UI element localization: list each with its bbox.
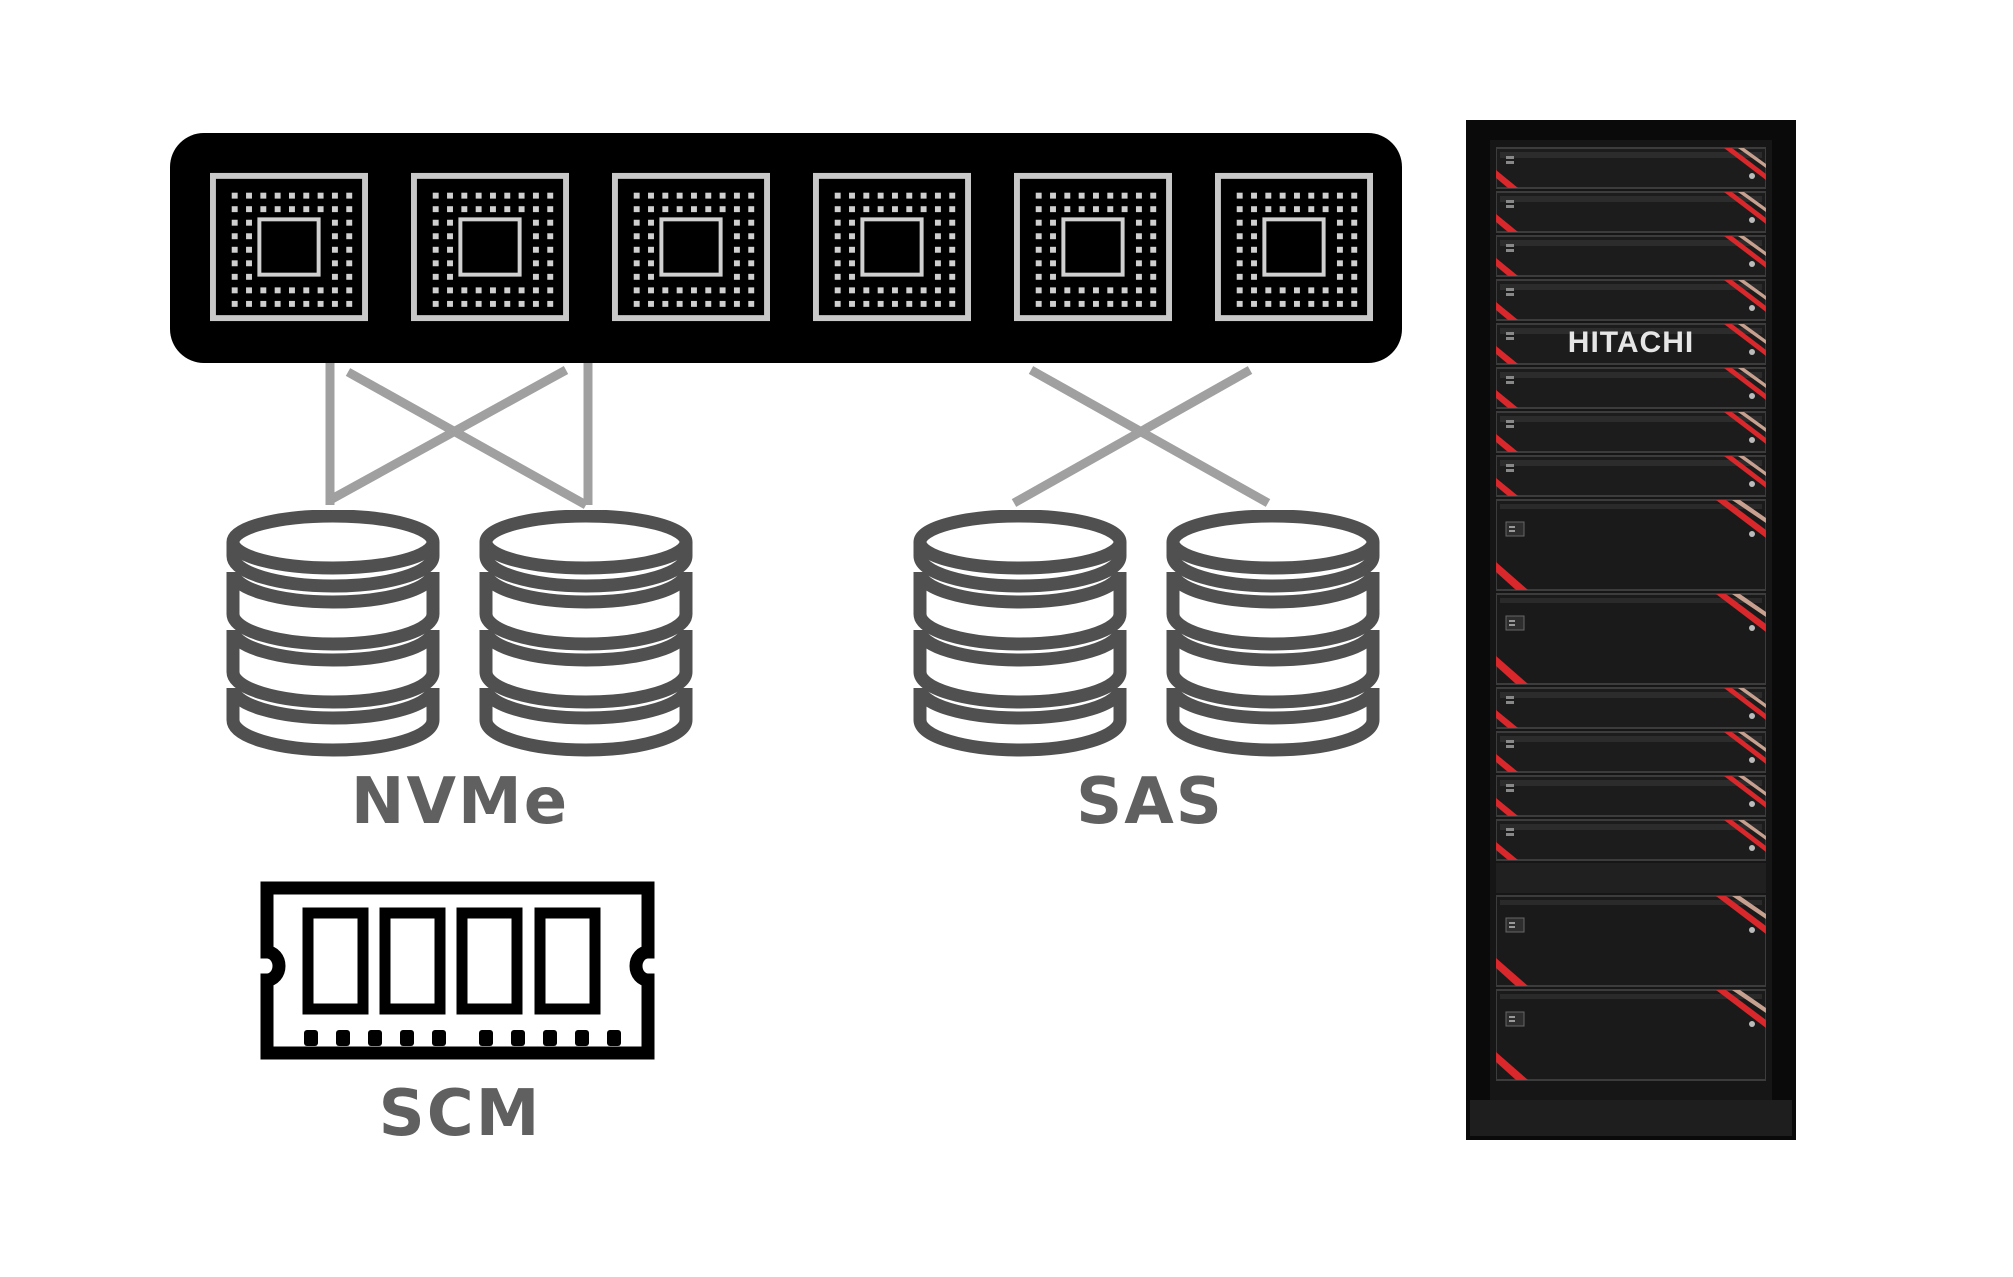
rack-shelf-unit xyxy=(1496,687,1766,729)
processor-chip-icon xyxy=(816,176,968,318)
memory-pin xyxy=(479,1030,493,1046)
rack-shelf-unit xyxy=(1496,279,1766,321)
sas-link-cross-a xyxy=(1028,366,1271,507)
database-drive-icon xyxy=(233,516,433,750)
database-drive-icon xyxy=(920,516,1120,750)
sas-label: SAS xyxy=(1076,765,1224,839)
processor-chip-icon xyxy=(1218,176,1370,318)
memory-pin xyxy=(607,1030,621,1046)
rack-shelf-unit xyxy=(1496,819,1766,861)
rack-shelf-unit xyxy=(1496,411,1766,453)
memory-pin xyxy=(400,1030,414,1046)
rack-drive-enclosure xyxy=(1496,499,1766,591)
rack-shelf-unit xyxy=(1496,731,1766,773)
scm-label: SCM xyxy=(378,1077,542,1151)
memory-pin xyxy=(368,1030,382,1046)
processor-chip-icon xyxy=(615,176,767,318)
rack-drive-enclosure xyxy=(1496,895,1766,987)
rack-drive-enclosure xyxy=(1496,989,1766,1081)
controller-board xyxy=(170,133,1402,363)
memory-module-icon xyxy=(260,881,655,1060)
rack-shelf-unit xyxy=(1496,147,1766,189)
rack-shelf-unit xyxy=(1496,455,1766,497)
storage-rack: HITACHI xyxy=(1466,120,1796,1140)
rack-drive-enclosure xyxy=(1496,593,1766,685)
memory-pin xyxy=(304,1030,318,1046)
nvme-connection-links xyxy=(325,362,593,509)
rack-shelf-unit xyxy=(1496,191,1766,233)
rack-base xyxy=(1470,1100,1792,1136)
memory-pin xyxy=(511,1030,525,1046)
sas-connection-links xyxy=(1011,366,1271,507)
rack-shelf-unit xyxy=(1496,775,1766,817)
sas-drive-group xyxy=(920,516,1373,750)
processor-chip-icon xyxy=(213,176,365,318)
rack-shelf-unit xyxy=(1496,235,1766,277)
memory-pin xyxy=(575,1030,589,1046)
sas-link-cross-b xyxy=(1011,366,1253,507)
nvme-link-cross-b xyxy=(327,366,569,504)
memory-pin xyxy=(543,1030,557,1046)
processor-chip-icon xyxy=(414,176,566,318)
nvme-drive-group xyxy=(233,516,686,750)
nvme-link-cross-a xyxy=(345,368,589,509)
processor-chip-icon xyxy=(1017,176,1169,318)
rack-blank-panel xyxy=(1496,863,1766,893)
memory-pin xyxy=(432,1030,446,1046)
rack-shelf-unit xyxy=(1496,367,1766,409)
database-drive-icon xyxy=(1173,516,1373,750)
rack-brand-text: HITACHI xyxy=(1568,326,1694,359)
nvme-label: NVMe xyxy=(350,765,570,839)
database-drive-icon xyxy=(486,516,686,750)
memory-pin xyxy=(336,1030,350,1046)
